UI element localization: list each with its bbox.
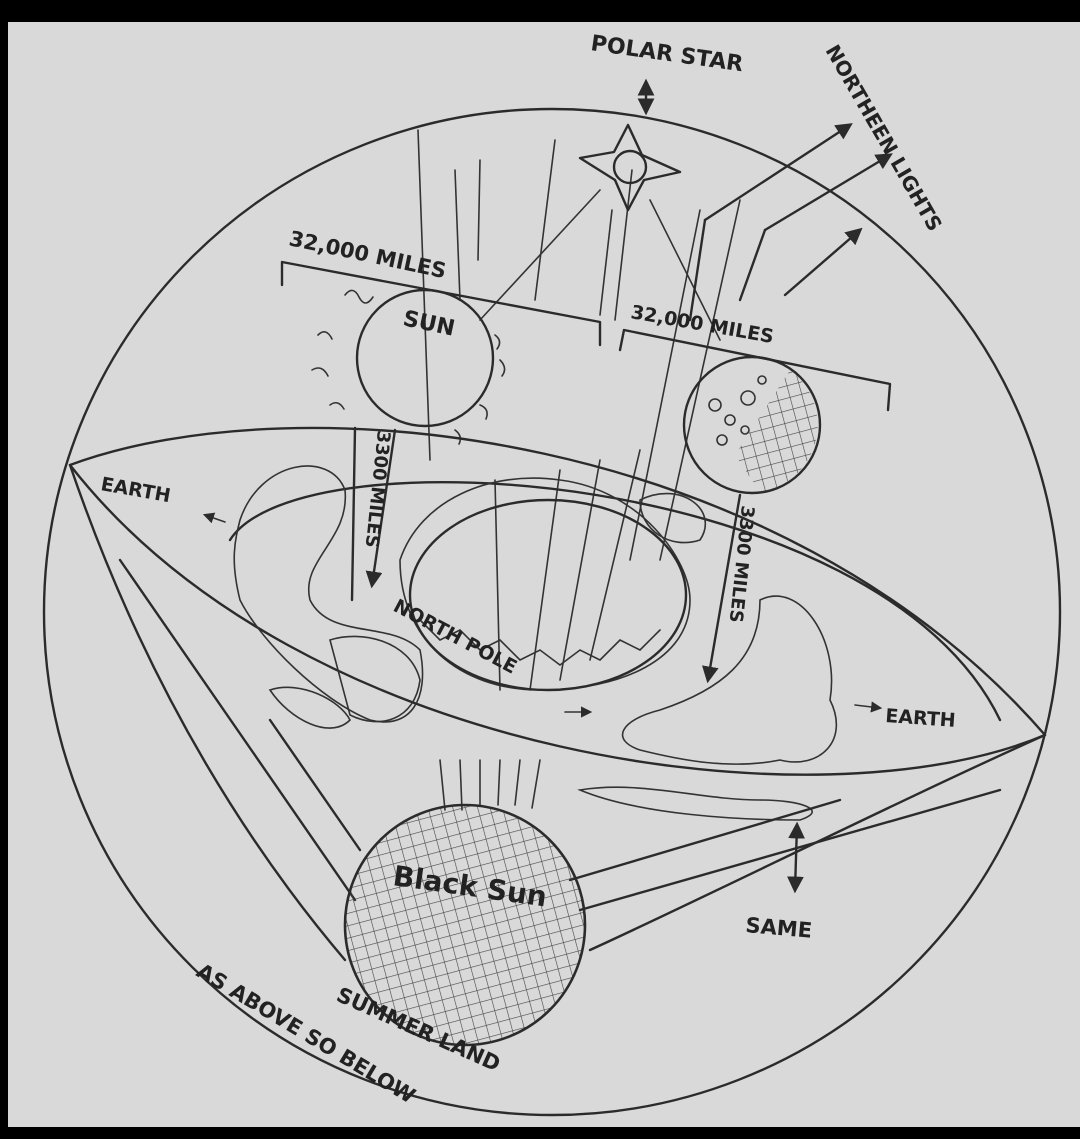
moon	[682, 355, 822, 495]
moon-drop-arrow	[702, 493, 742, 684]
north-pole	[399, 477, 691, 692]
same-arrow	[787, 821, 805, 894]
firmament-circle	[42, 107, 1062, 1117]
light-rays	[417, 129, 741, 691]
same-label: SAME	[745, 913, 813, 943]
earth-label-right: EARTH	[885, 705, 957, 732]
underworld-rays	[439, 759, 541, 811]
earth-arrow-right	[854, 701, 883, 713]
polar-star-icon	[578, 123, 682, 212]
earth-disc-inner	[228, 480, 1002, 722]
earth-arrow-left	[202, 512, 226, 524]
black-sun: Black Sun	[343, 803, 587, 1047]
sun-drop-arrow	[365, 428, 397, 589]
northern-lights-arrows	[688, 123, 893, 322]
